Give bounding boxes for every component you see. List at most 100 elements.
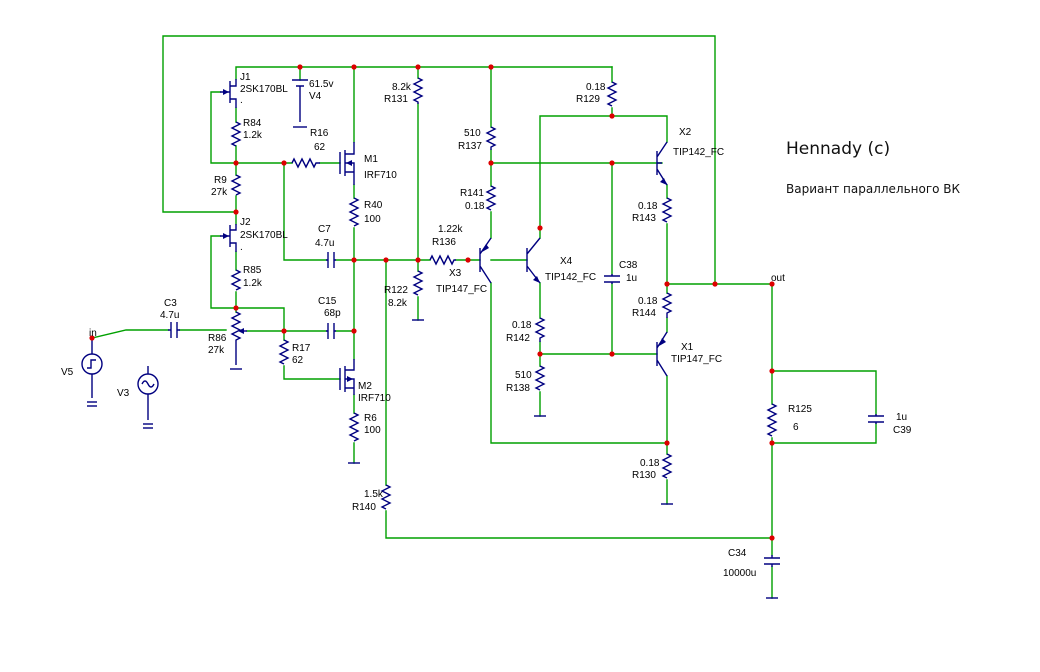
transistors	[220, 79, 668, 395]
label-R16-ref: R16	[310, 128, 329, 139]
mosfet-M2-icon	[339, 359, 355, 395]
resistor-R130	[661, 453, 673, 479]
resistor-R86	[230, 311, 242, 365]
grounds	[87, 319, 778, 599]
label-C7-value: 4.7u	[315, 238, 334, 249]
capacitor-C39	[868, 414, 884, 424]
label-C7-ref: C7	[318, 224, 331, 235]
label-J2-model: 2SK170BL	[240, 230, 288, 241]
label-C39-value: 1u	[896, 412, 907, 423]
label-X1-ref: X1	[681, 342, 694, 353]
label-R129-ref: R129	[576, 94, 600, 105]
label-R141-ref: R141	[460, 188, 484, 199]
label-R129-value: 0.18	[586, 82, 606, 93]
label-V4-value: 61.5v	[309, 79, 333, 90]
label-R6-ref: R6	[364, 413, 377, 424]
variant-subtitle: Вариант параллельного ВК	[786, 182, 961, 196]
label-R136-value: 1.22k	[438, 224, 463, 235]
resistor-R131	[412, 77, 424, 104]
battery-V4-icon	[292, 79, 308, 128]
label-R142-ref: R142	[506, 333, 530, 344]
label-C15-ref: C15	[318, 296, 337, 307]
label-R9-value: 27k	[211, 187, 228, 198]
label-C15-value: 68p	[324, 308, 341, 319]
capacitors	[168, 252, 884, 567]
label-C34-value: 10000u	[723, 568, 756, 579]
label-R85-ref: R85	[243, 265, 262, 276]
npn-X2-icon	[656, 141, 668, 186]
label-R85-value: 1.2k	[243, 278, 263, 289]
label-R16-value: 62	[314, 142, 326, 153]
label-R130-ref: R130	[632, 470, 656, 481]
label-R84-value: 1.2k	[243, 130, 263, 141]
resistor-R138	[534, 365, 546, 391]
label-X3-ref: X3	[449, 268, 462, 279]
resistor-R122	[412, 270, 424, 296]
label-R137-ref: R137	[458, 141, 482, 152]
label-R17-value: 62	[292, 355, 304, 366]
label-R84-ref: R84	[243, 118, 262, 129]
label-X2-model: TIP142_FC	[673, 147, 724, 158]
svg-text:.: .	[240, 95, 243, 106]
label-R131-value: 8.2k	[392, 82, 412, 93]
label-J1-ref: J1	[240, 72, 251, 83]
pnp-X3-icon	[479, 237, 492, 284]
label-C38-value: 1u	[626, 273, 637, 284]
resistor-R40	[348, 197, 360, 227]
label-R138-value: 510	[515, 370, 532, 381]
label-R140-ref: R140	[352, 502, 376, 513]
label-R40-ref: R40	[364, 200, 383, 211]
label-V4-ref: V4	[309, 91, 322, 102]
label-M1-model: IRF710	[364, 170, 397, 181]
labels: J1 2SK170BL . 61.5v V4 R84 1.2k R16 62 M…	[61, 72, 961, 579]
label-R130-value: 0.18	[640, 458, 660, 469]
label-net-out: out	[771, 273, 785, 284]
svg-text:.: .	[240, 242, 243, 253]
label-R122-ref: R122	[384, 285, 408, 296]
sine-source-V3-icon	[137, 366, 159, 425]
label-C39-ref: C39	[893, 425, 912, 436]
label-R40-value: 100	[364, 214, 381, 225]
label-C34-ref: C34	[728, 548, 747, 559]
author-title: Hennady (c)	[786, 139, 890, 159]
label-R144-value: 0.18	[638, 296, 658, 307]
resistor-R84	[230, 121, 242, 147]
label-R9-ref: R9	[214, 175, 227, 186]
resistor-R9	[230, 174, 242, 196]
label-C38-ref: C38	[619, 260, 638, 271]
capacitor-C34	[764, 555, 780, 567]
capacitor-C7	[326, 252, 336, 268]
label-C3-value: 4.7u	[160, 310, 179, 321]
label-M1-ref: M1	[364, 154, 378, 165]
resistors	[230, 77, 778, 510]
jfet-J2-icon	[220, 224, 237, 252]
label-R138-ref: R138	[506, 383, 530, 394]
resistor-R137	[485, 126, 497, 150]
label-R131-ref: R131	[384, 94, 408, 105]
label-R137-value: 510	[464, 128, 481, 139]
label-X3-model: TIP147_FC	[436, 284, 487, 295]
resistor-R16	[291, 157, 320, 169]
jfet-J1-icon	[220, 79, 237, 108]
label-net-in: in	[89, 328, 97, 339]
label-J1-model: 2SK170BL	[240, 84, 288, 95]
label-R6-value: 100	[364, 425, 381, 436]
label-X4-model: TIP142_FC	[545, 272, 596, 283]
label-R86-ref: R86	[208, 333, 227, 344]
label-M2-ref: M2	[358, 381, 372, 392]
resistor-R136	[429, 254, 456, 266]
capacitor-C38	[604, 274, 620, 284]
label-R125-ref: R125	[788, 404, 812, 415]
resistor-R6	[348, 412, 360, 442]
label-R140-value: 1.5k	[364, 489, 384, 500]
label-J2-ref: J2	[240, 217, 251, 228]
resistor-R140	[380, 484, 392, 510]
label-C3-ref: C3	[164, 298, 177, 309]
label-X1-model: TIP147_FC	[671, 354, 722, 365]
label-X4-ref: X4	[560, 256, 573, 267]
label-R142-value: 0.18	[512, 320, 532, 331]
label-R86-value: 27k	[208, 345, 225, 356]
pnp-X1-icon	[656, 331, 668, 377]
label-R143-value: 0.18	[638, 201, 658, 212]
label-R17-ref: R17	[292, 343, 311, 354]
